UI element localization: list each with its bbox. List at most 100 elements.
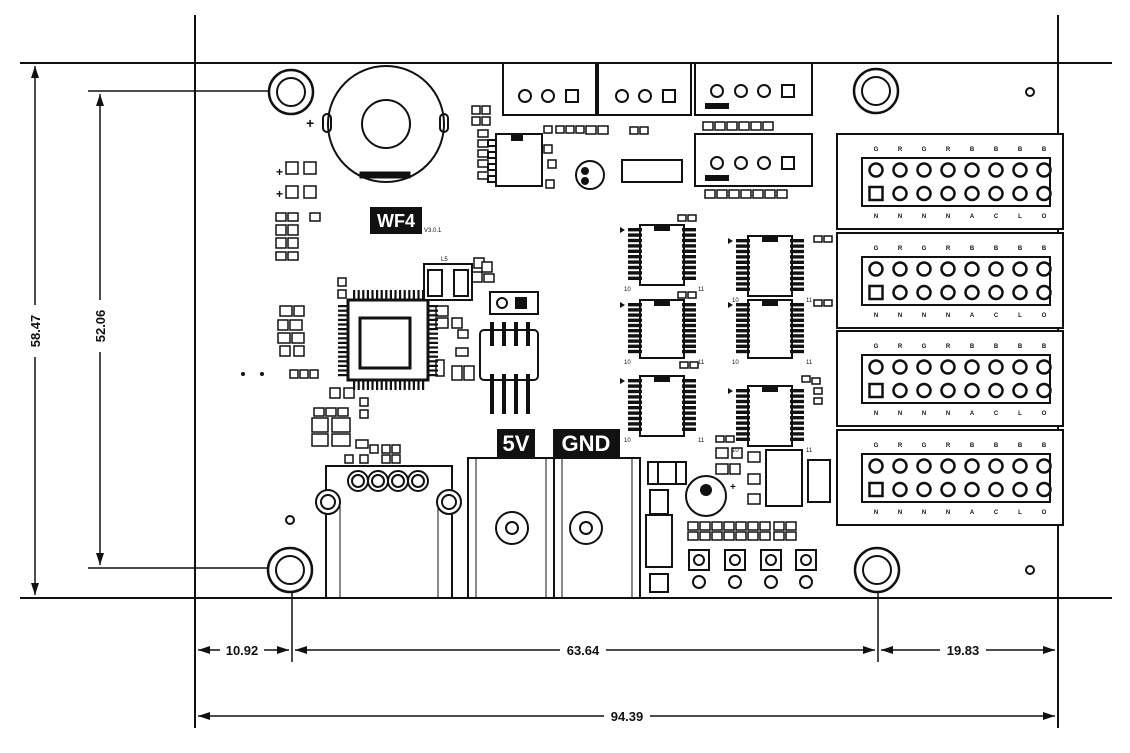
hub-pin-label-top: B bbox=[970, 344, 975, 350]
dim-left-edge-to-hole: 10.92 bbox=[226, 643, 259, 658]
hub-pin-label-bottom: N bbox=[874, 214, 878, 220]
hub-pin-label-top: B bbox=[994, 443, 999, 449]
hub-pin-label-bottom: N bbox=[898, 313, 902, 319]
hub-pin-label-top: G bbox=[922, 147, 927, 153]
hub-pin-label-bottom: N bbox=[946, 510, 950, 516]
mounting-hole-bottom-right bbox=[853, 546, 901, 594]
battery-holder: + bbox=[306, 65, 449, 183]
crystal-oscillator bbox=[575, 159, 683, 190]
hub-pin-label-top: G bbox=[922, 246, 927, 252]
driver-ic-5: 10 11 bbox=[620, 375, 705, 444]
hub-pin-label-top: B bbox=[1042, 147, 1047, 153]
hub-pin-label-top: B bbox=[1018, 344, 1023, 350]
driver-ic-4: 10 11 bbox=[728, 299, 813, 366]
hub-pin-label-bottom: N bbox=[874, 313, 878, 319]
hub-pin-label-bottom: C bbox=[994, 411, 999, 417]
bottom-cap-plus: + bbox=[730, 482, 736, 493]
label-gnd: GND bbox=[553, 429, 620, 457]
hub-pin-label-bottom: C bbox=[994, 313, 999, 319]
hub-pin-label-bottom: L bbox=[1018, 411, 1022, 417]
battery-plus-sign: + bbox=[306, 115, 314, 131]
ic-pin-label-last: 11 bbox=[698, 287, 705, 293]
hub-pin-label-bottom: N bbox=[874, 411, 878, 417]
hub-pin-label-top: B bbox=[1018, 443, 1023, 449]
mounting-holes bbox=[266, 67, 1035, 594]
hub-pin-label-bottom: L bbox=[1018, 510, 1022, 516]
ic-pin-label-first: 10 bbox=[732, 298, 739, 304]
cap-plus-sign-1: + bbox=[276, 165, 283, 179]
passive-components bbox=[275, 105, 833, 541]
hub-pin-label-top: B bbox=[1042, 344, 1047, 350]
dimension-labels: 58.47 52.06 10.92 63.64 19.83 94.39 bbox=[27, 300, 986, 724]
ic-pin-label-first: 10 bbox=[732, 360, 739, 366]
dim-right-hole-to-edge: 19.83 bbox=[947, 643, 980, 658]
hub-pin-label-bottom: O bbox=[1042, 510, 1047, 516]
hub-pin-label-bottom: A bbox=[970, 411, 975, 417]
ic-pin-label-last: 11 bbox=[698, 438, 705, 444]
hub-pin-label-bottom: C bbox=[994, 214, 999, 220]
hub-pin-label-bottom: N bbox=[898, 510, 902, 516]
dim-hole-spacing-horizontal: 63.64 bbox=[567, 643, 600, 658]
hub-pin-label-top: B bbox=[1018, 246, 1023, 252]
hub-pin-label-bottom: N bbox=[922, 510, 926, 516]
hub-pin-label-bottom: N bbox=[898, 214, 902, 220]
driver-ic-2: 10 11 bbox=[728, 235, 813, 304]
dim-overall-width: 94.39 bbox=[611, 709, 644, 724]
hub-pin-label-bottom: O bbox=[1042, 411, 1047, 417]
hub-pin-label-top: G bbox=[874, 246, 879, 252]
dim-overall-height: 58.47 bbox=[28, 315, 43, 348]
svg-text:GND: GND bbox=[562, 431, 611, 456]
hub-pin-label-top: R bbox=[946, 443, 951, 449]
bottom-components: + bbox=[645, 449, 831, 593]
hub-pin-label-bottom: N bbox=[922, 214, 926, 220]
hub-pin-label-bottom: N bbox=[874, 510, 878, 516]
ic-pin-label-last: 11 bbox=[806, 298, 813, 304]
cap-plus-sign-2: + bbox=[276, 187, 283, 201]
hub-pin-label-bottom: N bbox=[898, 411, 902, 417]
svg-text:5V: 5V bbox=[503, 431, 530, 456]
hub-pin-label-top: G bbox=[874, 344, 879, 350]
hub-pin-label-top: G bbox=[922, 443, 927, 449]
hub-pin-label-bottom: A bbox=[970, 510, 975, 516]
mcu-chip bbox=[338, 290, 438, 390]
hub-pin-label-top: G bbox=[874, 147, 879, 153]
hub-pin-label-top: B bbox=[1042, 443, 1047, 449]
ic-pin-label-last: 11 bbox=[806, 448, 813, 454]
hub-pin-label-bottom: N bbox=[946, 313, 950, 319]
ic-pin-label-first: 10 bbox=[624, 360, 631, 366]
top-connectors bbox=[502, 62, 813, 199]
flash-chip bbox=[487, 133, 543, 187]
hub-pin-label-top: G bbox=[874, 443, 879, 449]
inductor-label: L5 bbox=[441, 257, 448, 263]
hub-pin-label-bottom: A bbox=[970, 313, 975, 319]
inductor-l5: L5 bbox=[423, 257, 473, 301]
hub-pin-label-top: B bbox=[994, 246, 999, 252]
hub-pin-label-bottom: L bbox=[1018, 214, 1022, 220]
hub-pin-label-top: B bbox=[970, 443, 975, 449]
hub-pin-label-top: B bbox=[994, 344, 999, 350]
hub-pin-label-top: R bbox=[898, 147, 903, 153]
label-5v: 5V bbox=[497, 429, 535, 457]
hub-pin-label-top: B bbox=[1042, 246, 1047, 252]
hub-pin-label-top: R bbox=[946, 246, 951, 252]
hub-pin-label-top: G bbox=[922, 344, 927, 350]
dim-hole-spacing-vertical: 52.06 bbox=[93, 310, 108, 343]
hub-pin-label-top: R bbox=[946, 147, 951, 153]
model-label: WF4 V3.0.1 bbox=[370, 207, 442, 234]
hub-pin-label-top: B bbox=[994, 147, 999, 153]
voltage-regulator bbox=[479, 291, 539, 414]
hub-pin-label-bottom: N bbox=[946, 214, 950, 220]
hub-pin-label-bottom: O bbox=[1042, 214, 1047, 220]
hub-pin-label-top: B bbox=[970, 147, 975, 153]
test-pins bbox=[688, 549, 817, 589]
ic-pin-label-first: 10 bbox=[624, 438, 631, 444]
version-label-text: V3.0.1 bbox=[424, 228, 442, 234]
model-label-text: WF4 bbox=[377, 211, 415, 231]
